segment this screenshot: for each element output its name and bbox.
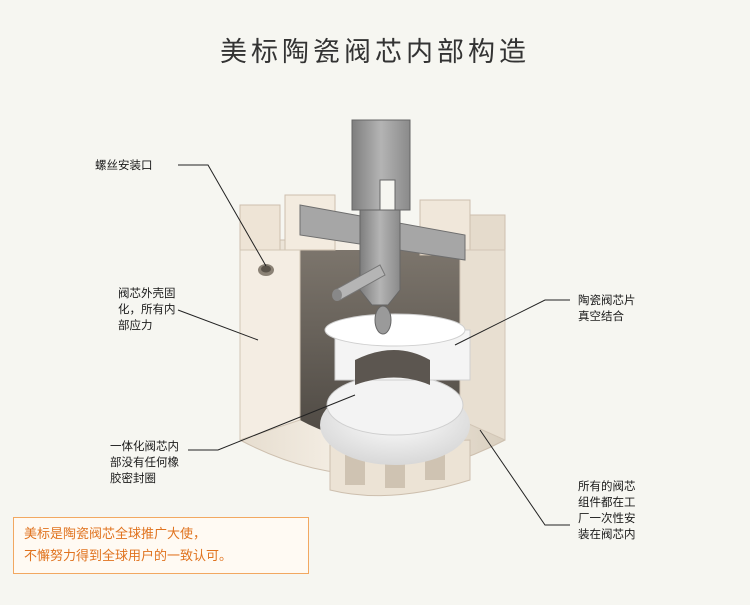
callout-rubber-free: 一体化阀芯内 部没有任何橡 胶密封圈 [110,438,179,486]
callout-thread-port: 螺丝安装口 [95,157,153,173]
callout-line: 化，所有内 [118,302,176,316]
promo-note-line: 不懈努力得到全球用户的一致认可。 [24,549,233,564]
metal-stem [299,119,466,335]
callout-line: 部应力 [118,318,153,332]
callout-line: 一体化阀芯内 [110,439,179,453]
callout-line: 所有的阀芯 [578,479,636,493]
page-title: 美标陶瓷阀芯内部构造 [220,37,530,68]
callout-line: 胶密封圈 [110,471,156,485]
leader-factory [479,429,570,526]
callout-ceramic-disc: 陶瓷阀芯片 真空结合 [578,292,636,324]
leader-lines [177,164,570,526]
callout-line: 厂一次性安 [578,511,636,525]
callout-line: 部没有任何橡 [110,455,179,469]
callout-factory-assembled: 所有的阀芯 组件都在工 厂一次性安 装在阀芯内 [578,478,636,542]
leader-ceramic-disc [454,299,570,346]
callout-line: 螺丝安装口 [95,158,153,172]
leader-thread-port [178,164,267,267]
ceramic-disc [324,313,471,385]
leader-shell [177,309,259,341]
callout-line: 组件都在工 [578,495,636,509]
promo-note-line: 美标是陶瓷阀芯全球推广大使， [24,527,207,542]
callout-line: 装在阀芯内 [578,527,636,541]
callout-line: 阀芯外壳固 [118,286,176,300]
screw-port [258,264,274,276]
callout-line: 真空结合 [578,309,624,323]
promo-note: 美标是陶瓷阀芯全球推广大使， 不懈努力得到全球用户的一致认可。 [13,517,309,574]
leader-rubber-free [188,394,356,451]
inner-seal [320,374,470,465]
callout-line: 陶瓷阀芯片 [578,293,636,307]
callout-shell-cured: 阀芯外壳固 化，所有内 部应力 [118,285,176,333]
